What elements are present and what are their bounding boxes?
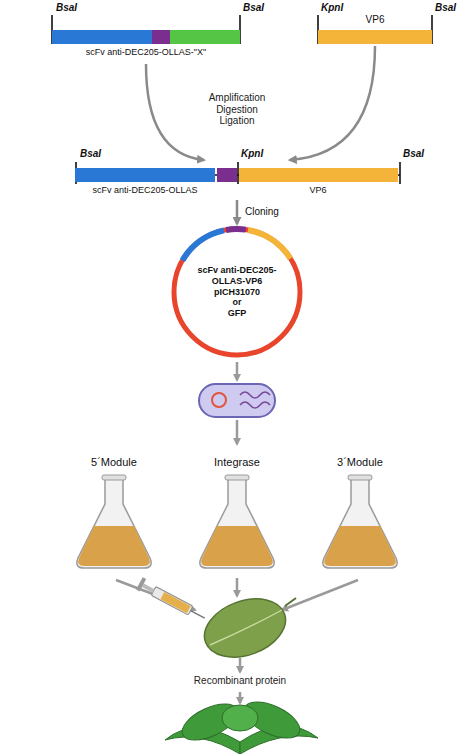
restriction-site: KpnI (321, 2, 343, 14)
dna-fragment: VP6 (318, 8, 432, 44)
flask-glass (77, 478, 151, 568)
culture-flask: 3´Module (318, 456, 402, 574)
restriction-site: BsaI (56, 2, 77, 14)
module-label: 5´Module (91, 456, 137, 469)
plasmid-text: scFv anti-DEC205-OLLAS-VP6pICH31070orGFP (185, 240, 289, 344)
dna-segment (239, 168, 398, 182)
plasmid-label: scFv anti-DEC205-OLLAS-VP6 (187, 265, 287, 287)
culture-medium (201, 526, 273, 566)
connector-arrow (236, 200, 239, 224)
culture-medium (78, 526, 150, 566)
plasmid-backbone (174, 229, 300, 355)
fragment-label: VP6 (309, 185, 326, 195)
flask-icon (72, 474, 156, 572)
flask-glass (323, 478, 397, 568)
restriction-site: BsaI (435, 2, 456, 14)
fusion-construct: scFv anti-DEC205-OLLAS VP6 (72, 162, 402, 198)
restriction-site: BsaI (403, 148, 424, 160)
connector-arrow (290, 46, 375, 160)
plasmid-label: pICH31070 (214, 287, 260, 298)
dna-segment (318, 30, 432, 44)
fragment-label: scFv anti-DEC205-OLLAS (92, 185, 197, 195)
dna-segment (170, 30, 240, 44)
fragment-label: VP6 (366, 14, 385, 26)
process-note: Amplification Digestion Ligation (199, 92, 275, 127)
restriction-site: KpnI (241, 148, 263, 160)
plasmid-insert (182, 230, 223, 260)
plasmid-insert (248, 230, 290, 259)
flask-icon (318, 474, 402, 572)
fragment-label: scFv anti-DEC205-OLLAS-"X" (86, 47, 206, 57)
dna-segment (217, 168, 237, 182)
dna-fragment: scFv anti-DEC205-OLLAS-"X" (52, 20, 240, 62)
dna-segment (52, 30, 152, 44)
flask-icon (195, 474, 279, 572)
module-label: Integrase (214, 456, 260, 469)
module-label: 3´Module (337, 456, 383, 469)
flask-glass (200, 478, 274, 568)
culture-medium (324, 526, 396, 566)
plasmid: scFv anti-DEC205-OLLAS-VP6pICH31070orGFP (171, 226, 303, 358)
dna-segment (75, 168, 215, 182)
process-note: Recombinant protein (170, 675, 310, 687)
restriction-site: BsaI (243, 2, 264, 14)
edge-label: Cloning (245, 206, 279, 218)
plasmid-label: GFP (228, 308, 247, 319)
culture-flask: 5´Module (72, 456, 156, 574)
culture-flask: Integrase (195, 456, 279, 574)
flask-rim (102, 475, 126, 480)
connector-arrow (146, 64, 204, 160)
flask-rim (225, 475, 249, 480)
restriction-site: BsaI (80, 148, 101, 160)
plasmid-tag (226, 226, 246, 233)
plasmid-label: or (233, 297, 242, 308)
flask-rim (348, 475, 372, 480)
dna-segment (152, 30, 170, 44)
